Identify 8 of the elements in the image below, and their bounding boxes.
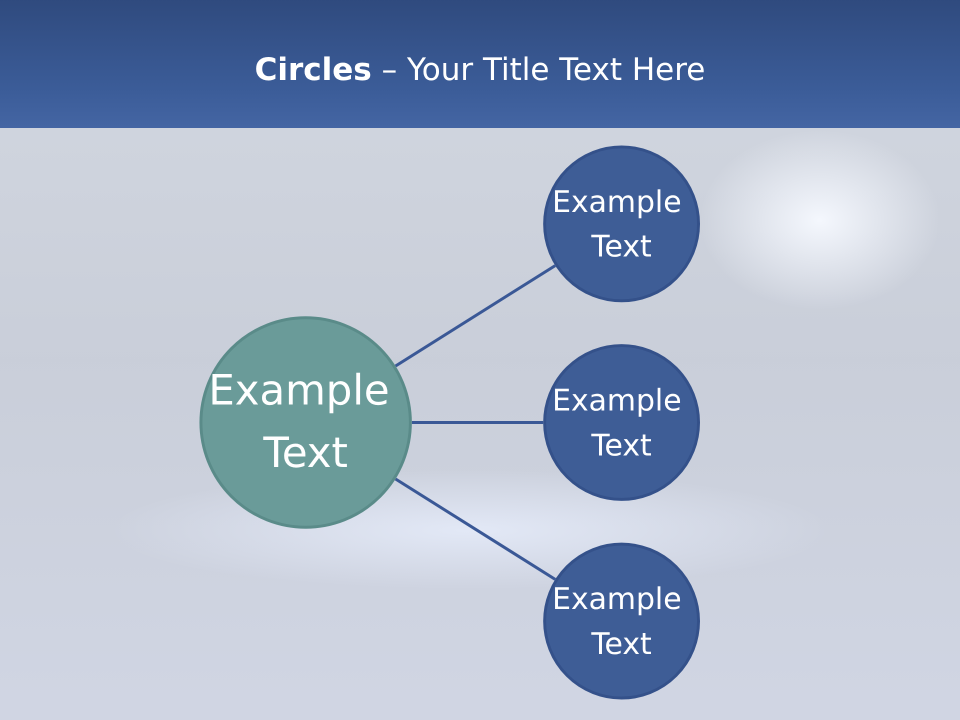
connector bbox=[395, 264, 556, 368]
connector bbox=[412, 421, 544, 424]
circle-node: Example Text bbox=[543, 145, 700, 302]
slide-title: Circles – Your Title Text Here bbox=[254, 52, 706, 88]
circle-node: Example Text bbox=[200, 316, 412, 529]
circle-node: Example Text bbox=[543, 344, 700, 501]
connector bbox=[395, 478, 556, 581]
circle-node: Example Text bbox=[543, 542, 700, 700]
